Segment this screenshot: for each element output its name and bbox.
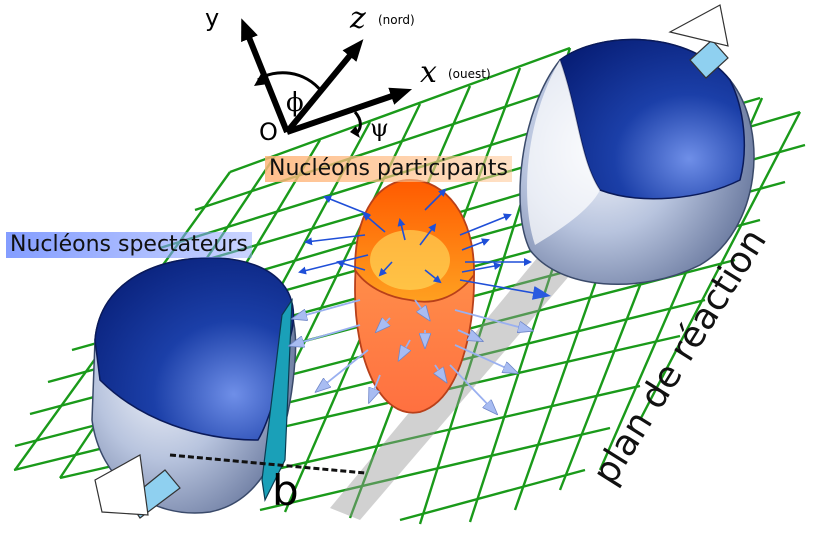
psi-arc-arrowhead xyxy=(350,126,360,138)
psi-angle-label: ψ xyxy=(370,114,389,142)
lower-emission-arrows xyxy=(292,299,530,412)
left-nucleus xyxy=(91,257,297,514)
y-axis-label: y xyxy=(205,4,220,32)
right-nucleus xyxy=(519,38,755,285)
x-axis-note: (ouest) xyxy=(448,67,491,81)
left-motion-arrow xyxy=(94,454,181,519)
participants-label: Nucléons participants xyxy=(265,156,512,182)
right-motion-arrow xyxy=(668,4,729,79)
x-axis-label: x xyxy=(420,55,437,90)
upper-emission-arrows xyxy=(298,188,551,300)
impact-parameter-label: b xyxy=(272,466,299,515)
phi-arc-arrowhead xyxy=(254,72,268,86)
origin-label: O xyxy=(259,118,278,146)
phi-angle-label: ϕ xyxy=(286,88,304,118)
z-axis-label: z xyxy=(350,1,366,36)
spectators-label: Nucléons spectateurs xyxy=(6,232,252,258)
impact-parameter-line xyxy=(169,453,366,475)
z-axis-note: (nord) xyxy=(378,13,415,27)
